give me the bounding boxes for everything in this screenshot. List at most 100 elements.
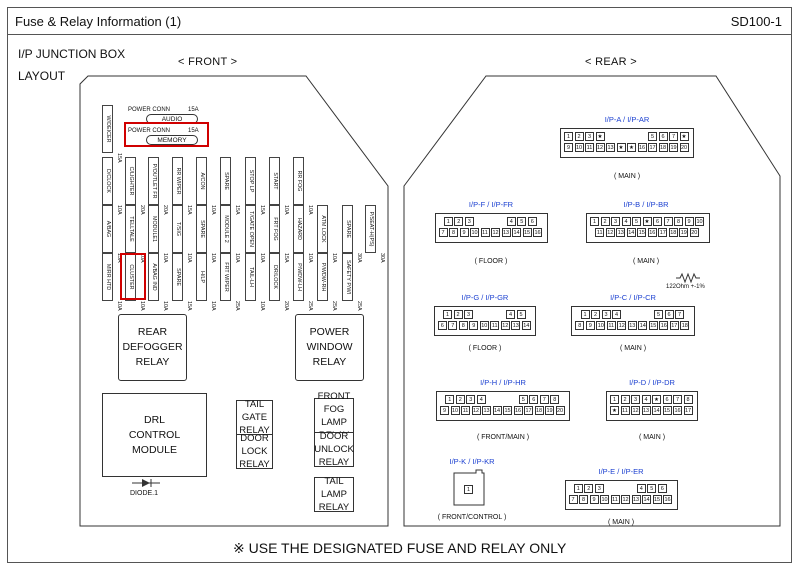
connector-caption: ( MAIN ) bbox=[619, 345, 647, 352]
fuse-name-box: FRT FOG bbox=[269, 205, 280, 253]
fuse-name-box: MIRR HTD bbox=[102, 253, 113, 301]
fuse-name-box: TELLTALE bbox=[125, 205, 136, 253]
power-conn-audio-amp: 15A bbox=[188, 107, 199, 113]
pin: 13 bbox=[641, 406, 651, 415]
connector-title: I/P-C / I/P-CR bbox=[610, 293, 656, 302]
pin: 3 bbox=[611, 217, 620, 226]
relay-line: WINDOW bbox=[306, 341, 353, 353]
pin: 5 bbox=[648, 132, 657, 141]
pin: 2 bbox=[620, 395, 630, 404]
pin: 7 bbox=[669, 132, 678, 141]
pin: 13 bbox=[511, 321, 521, 330]
fuse-name-box: H/LP bbox=[196, 253, 207, 301]
pin: ★ bbox=[652, 395, 661, 404]
fuse-name-box: T/SIG bbox=[172, 205, 183, 253]
pin: 16 bbox=[533, 228, 542, 237]
pin: 2 bbox=[600, 217, 610, 226]
pin: 4 bbox=[612, 310, 621, 319]
pin: 12 bbox=[617, 321, 627, 330]
pin: 18 bbox=[658, 143, 668, 152]
fuse-name-box: SPARE bbox=[342, 205, 353, 253]
power-conn-memory-amp: 15A bbox=[188, 128, 199, 134]
pin: 2 bbox=[453, 310, 463, 319]
pin: 1 bbox=[443, 310, 452, 319]
connector-caption: ( MAIN ) bbox=[632, 258, 660, 265]
relay-line: DOOR bbox=[319, 431, 349, 442]
pin: 15 bbox=[522, 228, 532, 237]
pin: 6 bbox=[664, 310, 674, 319]
relay-line: REAR bbox=[137, 326, 168, 338]
fuse-name-box: A/CON bbox=[196, 157, 207, 205]
connector-title: I/P-H / I/P-HR bbox=[480, 378, 526, 387]
pin: 14 bbox=[642, 495, 651, 504]
pin: 3 bbox=[585, 132, 594, 141]
connector-title: I/P-G / I/P-GR bbox=[461, 293, 509, 302]
pin: 14 bbox=[638, 321, 648, 330]
pin: 2 bbox=[584, 484, 594, 493]
pin: 13 bbox=[482, 406, 491, 415]
fuse-name-box: A/BAG bbox=[102, 205, 113, 253]
fuse-name-box: RR FOG bbox=[293, 157, 304, 205]
fuse-name-box: C/LIGHTER bbox=[125, 157, 136, 205]
pin: 6 bbox=[653, 217, 662, 226]
pin: 7 bbox=[663, 217, 673, 226]
pin: 3 bbox=[594, 484, 604, 493]
fuse-name-box: W/DEICER bbox=[102, 105, 113, 153]
connector-caption: ( FRONT/MAIN ) bbox=[476, 434, 530, 441]
pin: ★ bbox=[610, 406, 619, 415]
connector-title: I/P-D / I/P-DR bbox=[629, 378, 675, 387]
pin: 13 bbox=[501, 228, 511, 237]
pin: 2 bbox=[591, 310, 600, 319]
pin: 8 bbox=[683, 395, 693, 404]
pin: 2 bbox=[454, 217, 464, 226]
relay-line: LAMP bbox=[321, 489, 347, 500]
pin: 6 bbox=[527, 217, 537, 226]
pin: 12 bbox=[500, 321, 510, 330]
connector-caption: ( MAIN ) bbox=[607, 519, 635, 526]
pin: 4 bbox=[621, 217, 631, 226]
pin: 19 bbox=[679, 228, 689, 237]
fuse-name-box: SPARE bbox=[196, 205, 207, 253]
pin: 5 bbox=[632, 217, 641, 226]
pin: 10 bbox=[470, 228, 479, 237]
pin: 3 bbox=[464, 310, 473, 319]
pin: 11 bbox=[610, 495, 620, 504]
pin: 1 bbox=[464, 485, 473, 494]
relay-line: TAIL bbox=[324, 476, 344, 487]
relay-line: DEFOGGER bbox=[122, 341, 183, 353]
pin: 9 bbox=[564, 143, 573, 152]
pin: 5 bbox=[518, 395, 528, 404]
pin: 8 bbox=[575, 321, 585, 330]
pin: 5 bbox=[517, 217, 527, 226]
pin: 12 bbox=[595, 143, 605, 152]
pin: 20 bbox=[555, 406, 565, 415]
fuse-name-box: MODULE1 bbox=[148, 205, 159, 253]
pin: 12 bbox=[631, 406, 640, 415]
pin: 4 bbox=[506, 217, 516, 226]
pin: 7 bbox=[438, 228, 448, 237]
pin: 8 bbox=[550, 395, 560, 404]
connector-caption: ( MAIN ) bbox=[638, 434, 666, 441]
pin: 16 bbox=[513, 406, 523, 415]
cluster-highlight bbox=[120, 253, 146, 300]
pin: 20 bbox=[679, 143, 689, 152]
fuse-name-box: DR/LOCK bbox=[269, 253, 280, 301]
module-line: DRL bbox=[143, 413, 165, 426]
pin: ★ bbox=[642, 217, 652, 226]
pin: 13 bbox=[616, 228, 626, 237]
